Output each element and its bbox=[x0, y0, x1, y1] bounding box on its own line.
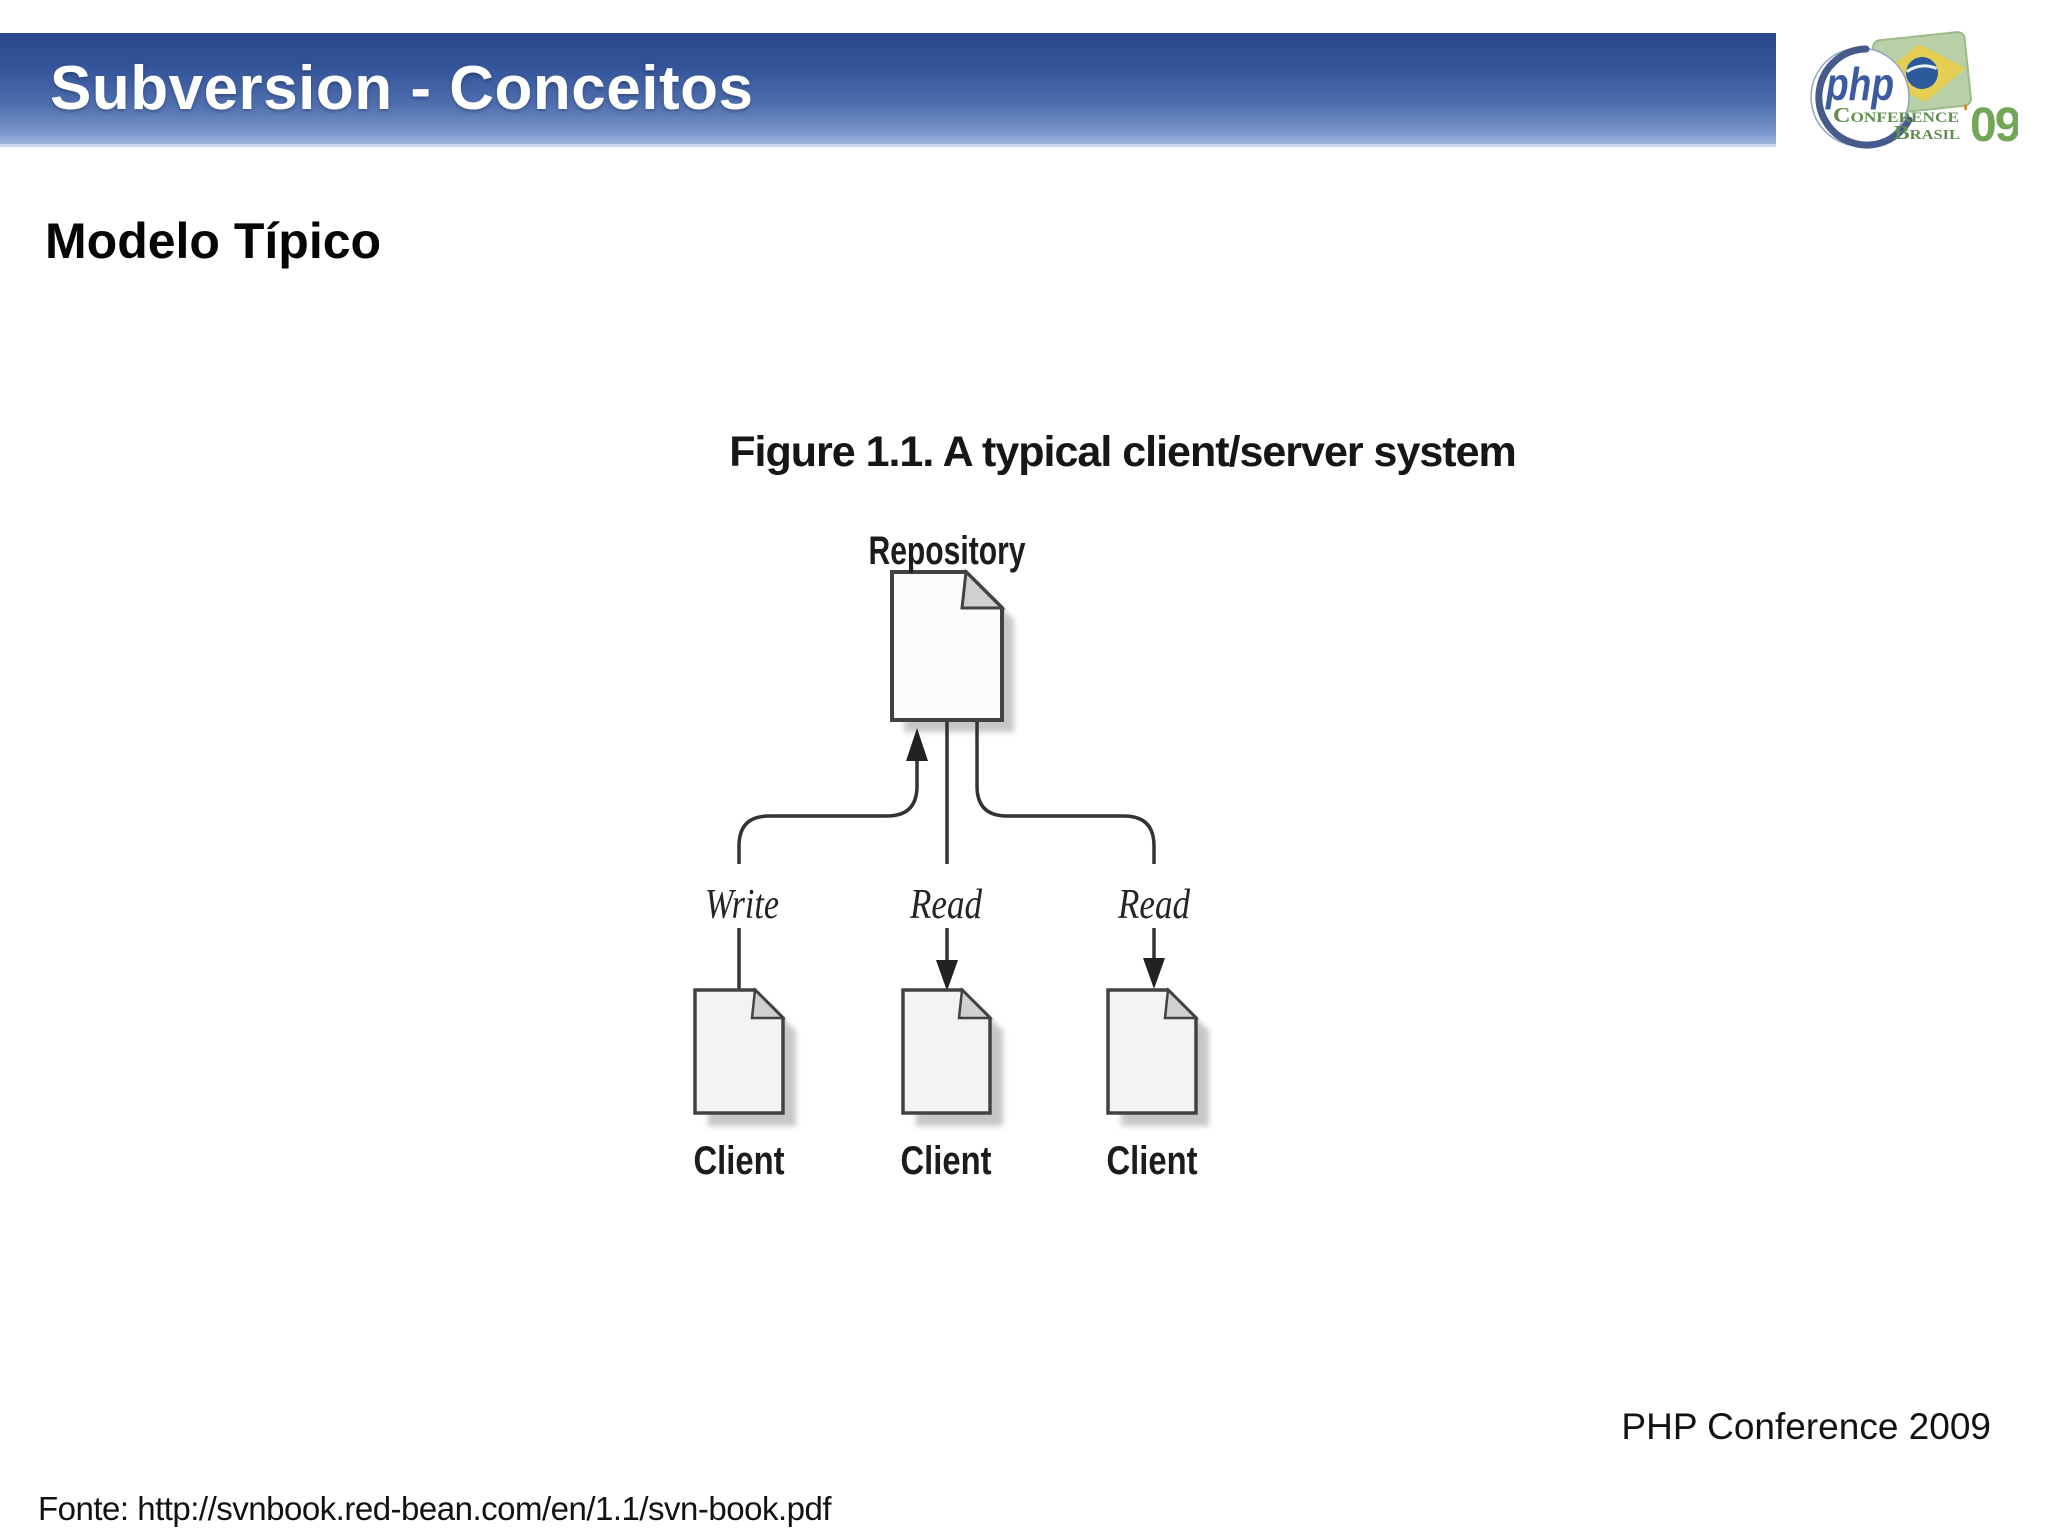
client-label-left: Client bbox=[694, 1139, 785, 1183]
down-arrow-middle-icon bbox=[936, 960, 958, 991]
footer-conference-text: PHP Conference 2009 bbox=[1621, 1406, 1991, 1447]
header-bar: Subversion - Conceitos bbox=[0, 33, 1776, 147]
client-node-right bbox=[1106, 987, 1200, 1115]
client-nodes bbox=[693, 987, 1200, 1115]
down-arrow-right-icon bbox=[1143, 958, 1165, 989]
client-node-middle bbox=[901, 987, 994, 1115]
client-fold-corner bbox=[750, 987, 787, 1020]
up-arrow-icon bbox=[906, 728, 928, 761]
section-title: Modelo Típico bbox=[45, 213, 382, 269]
logo-conference-text: Conference bbox=[1833, 103, 1959, 127]
client-fold-corner bbox=[1163, 987, 1200, 1020]
diagram-connectors bbox=[737, 720, 1156, 990]
repository-label: Repository bbox=[869, 529, 1027, 573]
client-node-left bbox=[693, 987, 787, 1115]
read-edge-right bbox=[975, 720, 1156, 864]
client-fold-corner bbox=[957, 987, 994, 1020]
read-edge-label-right: Read bbox=[1117, 882, 1191, 928]
php-conference-logo: php Conference ' Brasil 09 bbox=[1810, 31, 2018, 152]
write-edge bbox=[737, 759, 919, 864]
repository-node bbox=[890, 568, 1006, 722]
logo-year-text: 09 bbox=[1970, 99, 2018, 152]
footer-source-text: Fonte: http://svnbook.red-bean.com/en/1.… bbox=[38, 1490, 832, 1527]
client-label-middle: Client bbox=[901, 1139, 992, 1183]
arrowheads bbox=[906, 728, 1165, 991]
php-logo-text: php bbox=[1824, 58, 1894, 110]
client-server-diagram: Repository Write Read Read Client Client… bbox=[693, 529, 1209, 1183]
logo-brasil-text: Brasil bbox=[1894, 122, 1960, 144]
repository-fold-corner bbox=[960, 568, 1006, 610]
client-label-right: Client bbox=[1107, 1139, 1198, 1183]
read-edge-label-middle: Read bbox=[909, 882, 983, 928]
slide-title: Subversion - Conceitos bbox=[50, 54, 754, 123]
write-edge-label: Write bbox=[705, 882, 779, 928]
logo-apostrophe: ' bbox=[1963, 100, 1968, 125]
logo-swoosh bbox=[1815, 45, 1913, 149]
figure-caption: Figure 1.1. A typical client/server syst… bbox=[729, 428, 1517, 476]
